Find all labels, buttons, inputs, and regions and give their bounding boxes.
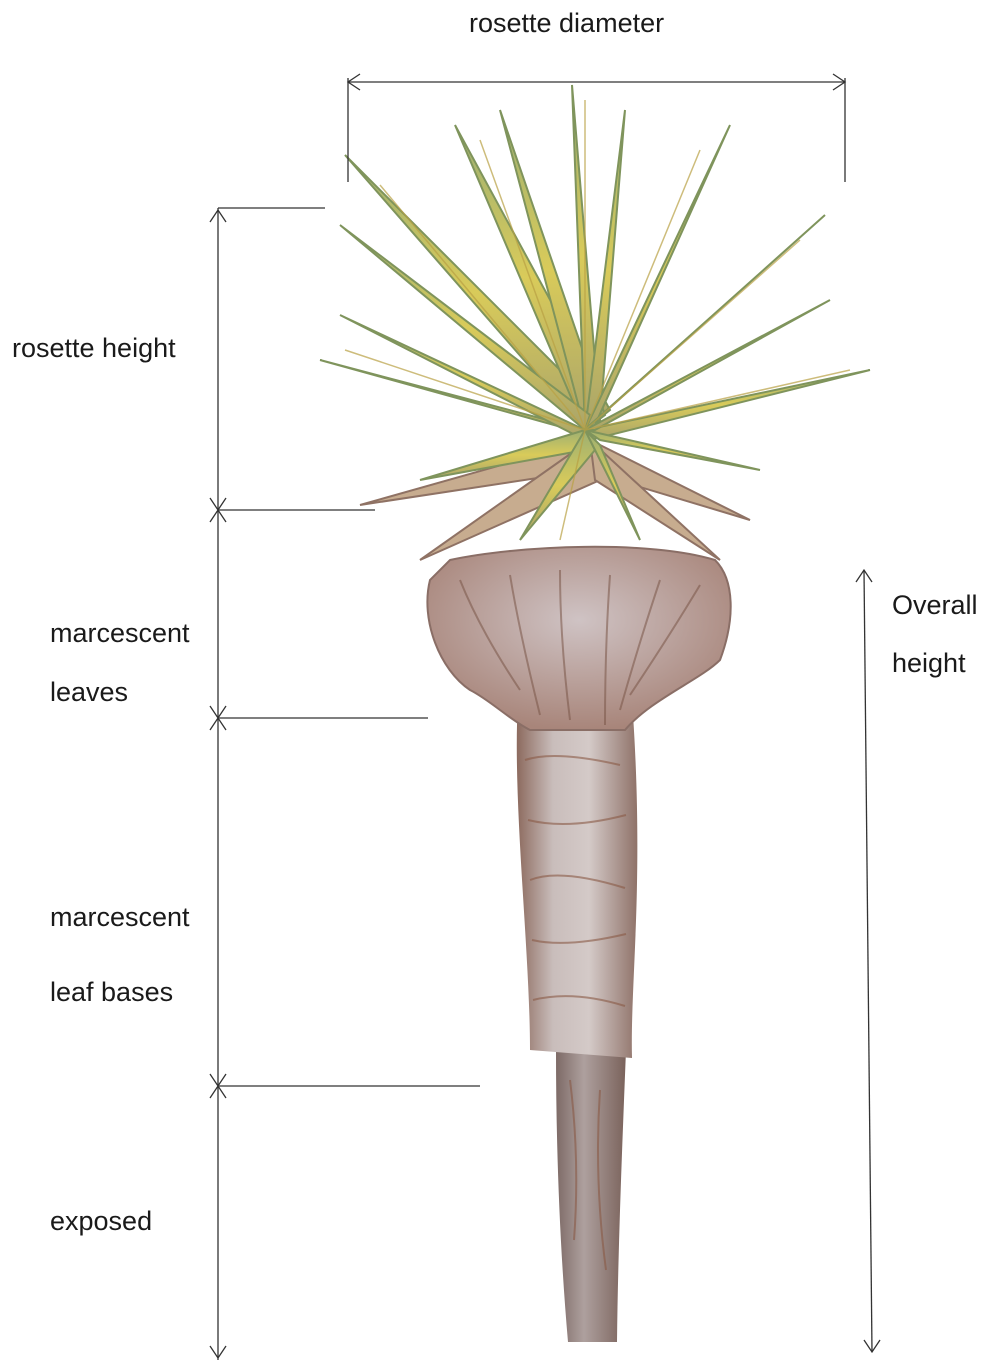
- exposed-label: exposed: [50, 1208, 152, 1235]
- marcescent-leaves-skirt: [427, 547, 730, 730]
- marcescent-leaf-bases-label-line1: marcescent: [50, 904, 190, 931]
- marcescent-leaves-label-line2: leaves: [50, 679, 128, 706]
- rosette-diameter-label: rosette diameter: [469, 10, 664, 37]
- marcescent-leaf-bases-label-line2: leaf bases: [50, 979, 173, 1006]
- marcescent-leaves-label-line1: marcescent: [50, 620, 190, 647]
- rosette-height-label: rosette height: [12, 335, 176, 362]
- overall-height-label-line2: height: [892, 650, 966, 677]
- overall-height-label-line1: Overall: [892, 592, 978, 619]
- exposed-stem: [556, 1050, 626, 1342]
- overall-height-arrow: [864, 570, 872, 1352]
